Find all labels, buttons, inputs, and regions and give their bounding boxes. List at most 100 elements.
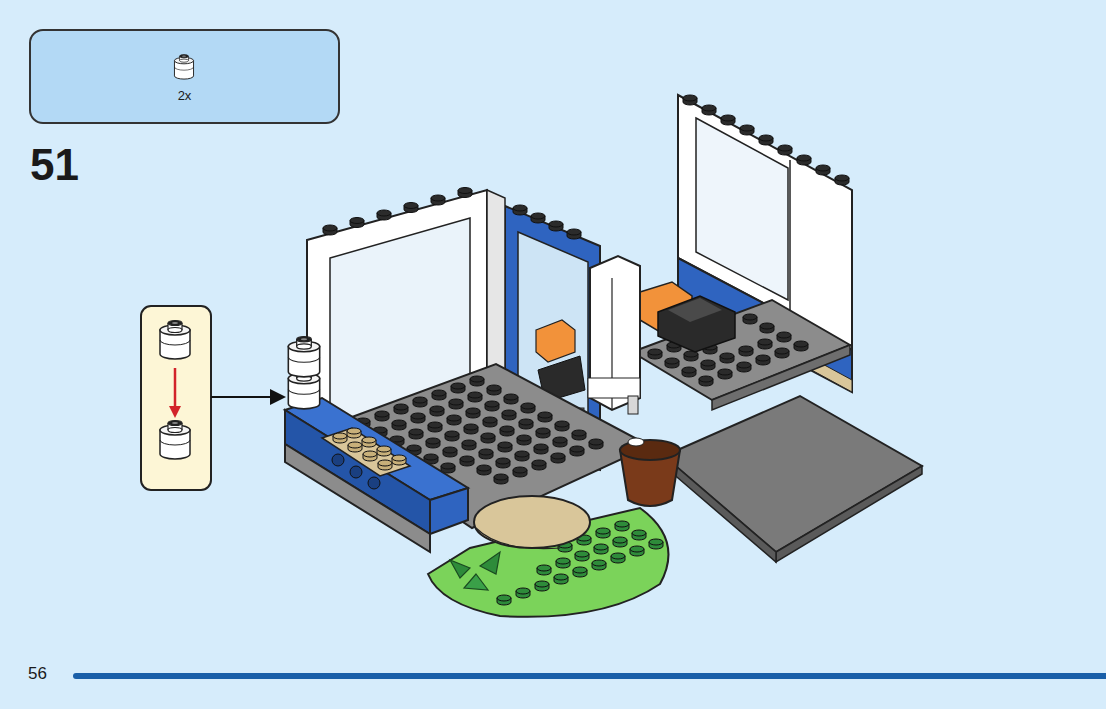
page-rule	[73, 673, 1106, 679]
sub-step-callout	[141, 306, 211, 490]
floor-studs	[682, 367, 696, 373]
floor-studs	[464, 424, 478, 434]
tan-studs	[333, 433, 347, 439]
floor-studs	[470, 376, 484, 382]
floor-studs	[466, 408, 480, 418]
page-rule	[73, 673, 1106, 679]
door-studs	[513, 205, 581, 239]
floor-studs	[477, 465, 491, 471]
green-studs	[573, 567, 587, 577]
wall-studs	[683, 95, 697, 105]
floor-studs	[483, 417, 497, 423]
wall-studs	[835, 175, 849, 185]
plant	[450, 552, 500, 590]
floor-studs	[426, 438, 440, 448]
tan-studs	[378, 460, 392, 466]
floor-studs	[409, 429, 423, 439]
green-studs	[649, 539, 663, 549]
tan-studs	[377, 446, 391, 456]
floor-studs	[572, 430, 586, 436]
floor-studs	[445, 431, 459, 441]
wall-studs	[350, 218, 364, 228]
placement-arrow	[211, 389, 286, 405]
tan-studs	[363, 451, 377, 457]
floor-studs	[648, 349, 662, 359]
wall-studs	[740, 125, 754, 135]
floor-studs	[394, 404, 408, 410]
floor-studs	[462, 440, 476, 446]
green-studs	[630, 546, 644, 552]
tan-studs	[348, 442, 362, 448]
green-studs	[596, 528, 610, 534]
floor-studs	[502, 410, 516, 416]
floor-studs	[775, 348, 789, 354]
wall-studs	[721, 115, 735, 125]
floor-studs	[498, 442, 512, 448]
floor-studs	[500, 426, 514, 432]
floor-studs	[462, 440, 476, 450]
green-studs	[592, 560, 606, 566]
floor-studs	[496, 458, 510, 464]
floor-studs	[665, 358, 679, 368]
floor-studs	[464, 424, 478, 430]
front-wall	[322, 428, 410, 476]
floor-studs	[553, 437, 567, 443]
white-pillar	[588, 378, 640, 398]
sub-step-callout	[141, 306, 211, 490]
floor-studs	[445, 431, 459, 437]
green-studs	[556, 558, 570, 568]
right-wall	[789, 160, 791, 318]
front-wall	[350, 466, 362, 478]
floor-studs	[413, 397, 427, 407]
floor-studs	[394, 404, 408, 414]
floor-studs	[449, 399, 463, 405]
floor-studs	[487, 385, 501, 395]
floor-studs	[477, 465, 491, 475]
floor-studs	[777, 332, 791, 342]
floor-studs	[468, 392, 482, 398]
tan-studs	[377, 446, 391, 452]
wall-studs	[377, 210, 391, 220]
floor-studs	[460, 456, 474, 462]
floor-studs	[413, 397, 427, 403]
green-studs	[594, 544, 608, 550]
floor-studs	[443, 447, 457, 457]
floor-studs	[536, 428, 550, 438]
floor-studs	[739, 346, 753, 356]
floor-studs	[555, 421, 569, 427]
sub-step-callout	[174, 368, 177, 408]
floor-studs	[428, 422, 442, 432]
wall-studs	[404, 203, 418, 213]
floor-studs	[375, 411, 389, 417]
floor-studs	[553, 437, 567, 447]
green-studs	[535, 581, 549, 587]
floor-studs	[534, 444, 548, 454]
sub-step-callout	[160, 421, 190, 460]
floor-studs	[504, 394, 518, 404]
floor-studs	[407, 445, 421, 451]
placement-arrow	[270, 389, 286, 405]
floor-studs	[701, 360, 715, 370]
wall-studs	[323, 225, 337, 231]
floor-studs	[466, 408, 480, 414]
right-floor	[712, 345, 850, 410]
green-studs	[575, 551, 589, 557]
floor-studs	[375, 411, 389, 421]
floor-studs	[777, 332, 791, 338]
plant	[464, 574, 488, 590]
green-studs	[497, 595, 511, 605]
tan-studs	[333, 433, 347, 443]
floor-studs	[441, 463, 455, 469]
green-studs	[611, 553, 625, 563]
part-icon	[173, 53, 197, 83]
wall-studs	[702, 105, 716, 115]
floor-studs	[720, 353, 734, 359]
floor-studs	[451, 383, 465, 393]
floor-studs	[515, 451, 529, 457]
green-studs	[632, 530, 646, 540]
tan-studs	[362, 437, 376, 443]
front-wall	[332, 454, 344, 466]
plant	[480, 552, 500, 574]
floor-studs	[494, 474, 508, 484]
floor-studs	[794, 341, 808, 351]
